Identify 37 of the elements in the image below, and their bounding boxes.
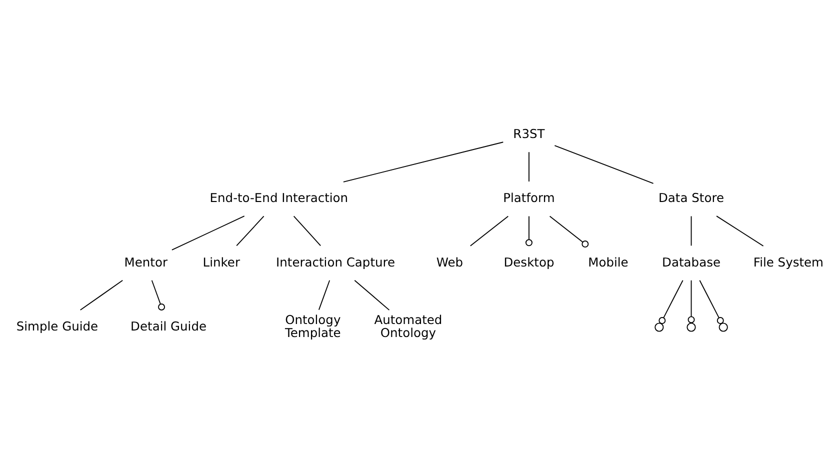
node-text: File System (753, 255, 824, 270)
node-text: Ontology Template (284, 312, 341, 340)
connector (354, 280, 390, 311)
node-point (654, 322, 664, 332)
connector (549, 216, 589, 248)
connector (658, 280, 684, 324)
connector (554, 145, 654, 184)
connector (236, 216, 264, 246)
node-text: Automated Ontology (374, 312, 442, 340)
node-text: R3ST (513, 126, 545, 141)
connector (342, 142, 504, 182)
node-text: Web (436, 255, 464, 270)
node-text: Mobile (588, 255, 628, 270)
connector (318, 280, 330, 310)
connector (528, 152, 530, 182)
node-text: Interaction Capture (276, 255, 396, 270)
node-text: Linker (202, 255, 240, 270)
node-text: Desktop (504, 255, 554, 270)
connector (690, 216, 692, 246)
connector (470, 216, 509, 246)
node-text: Platform (503, 191, 555, 206)
node-text: Data Store (658, 191, 724, 206)
connector (171, 216, 245, 250)
node-text: Mentor (124, 255, 168, 270)
connector (525, 216, 532, 246)
node-point (718, 322, 728, 332)
node-text: End-to-End Interaction (210, 191, 348, 206)
connector (716, 216, 764, 246)
connector (80, 280, 124, 311)
node-text: Simple Guide (16, 319, 98, 334)
connector (151, 280, 166, 310)
connector (688, 280, 695, 324)
connector (293, 216, 322, 246)
node-text: Database (662, 255, 720, 270)
node-point (686, 322, 696, 332)
connector (699, 280, 724, 324)
node-text: Detail Guide (130, 319, 207, 334)
